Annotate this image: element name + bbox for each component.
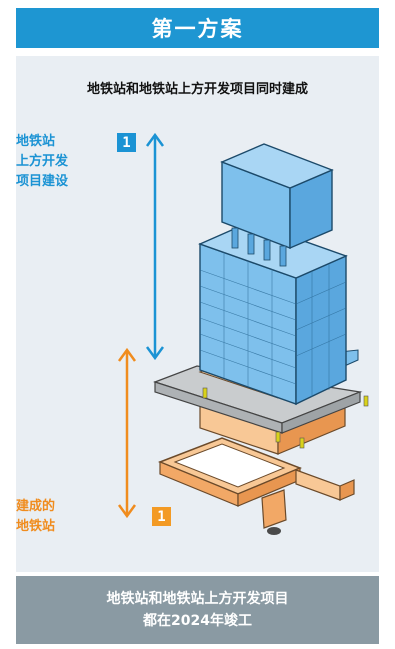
upper-label-line-2: 上方开发 [16, 154, 69, 169]
station-number-badge: 1 [152, 507, 171, 526]
footer-line-2: 都在2024年竣工 [143, 613, 252, 629]
station-label-line-1: 建成的 [16, 499, 56, 514]
upper-label-line-3: 项目建设 [16, 174, 69, 189]
upper-project-label: 地铁站 上方开发 项目建设 [16, 132, 68, 192]
station-label-line-2: 地铁站 [16, 519, 56, 534]
lower-span-arrow [117, 347, 137, 519]
footer-line-1: 地铁站和地铁站上方开发项目 [106, 591, 289, 607]
upper-label-line-1: 地铁站 [16, 134, 56, 149]
upper-span-arrow [145, 132, 165, 361]
title-text: 第一方案 [151, 17, 244, 41]
title-bar: 第一方案 [16, 8, 379, 48]
subtitle: 地铁站和地铁站上方开发项目同时建成 [86, 82, 308, 97]
station-label: 建成的 地铁站 [16, 497, 55, 537]
subway-station [157, 397, 355, 535]
development-tower [198, 143, 359, 406]
upper-number-badge: 1 [117, 133, 136, 152]
footer-banner: 地铁站和地铁站上方开发项目 都在2024年竣工 [16, 576, 379, 644]
